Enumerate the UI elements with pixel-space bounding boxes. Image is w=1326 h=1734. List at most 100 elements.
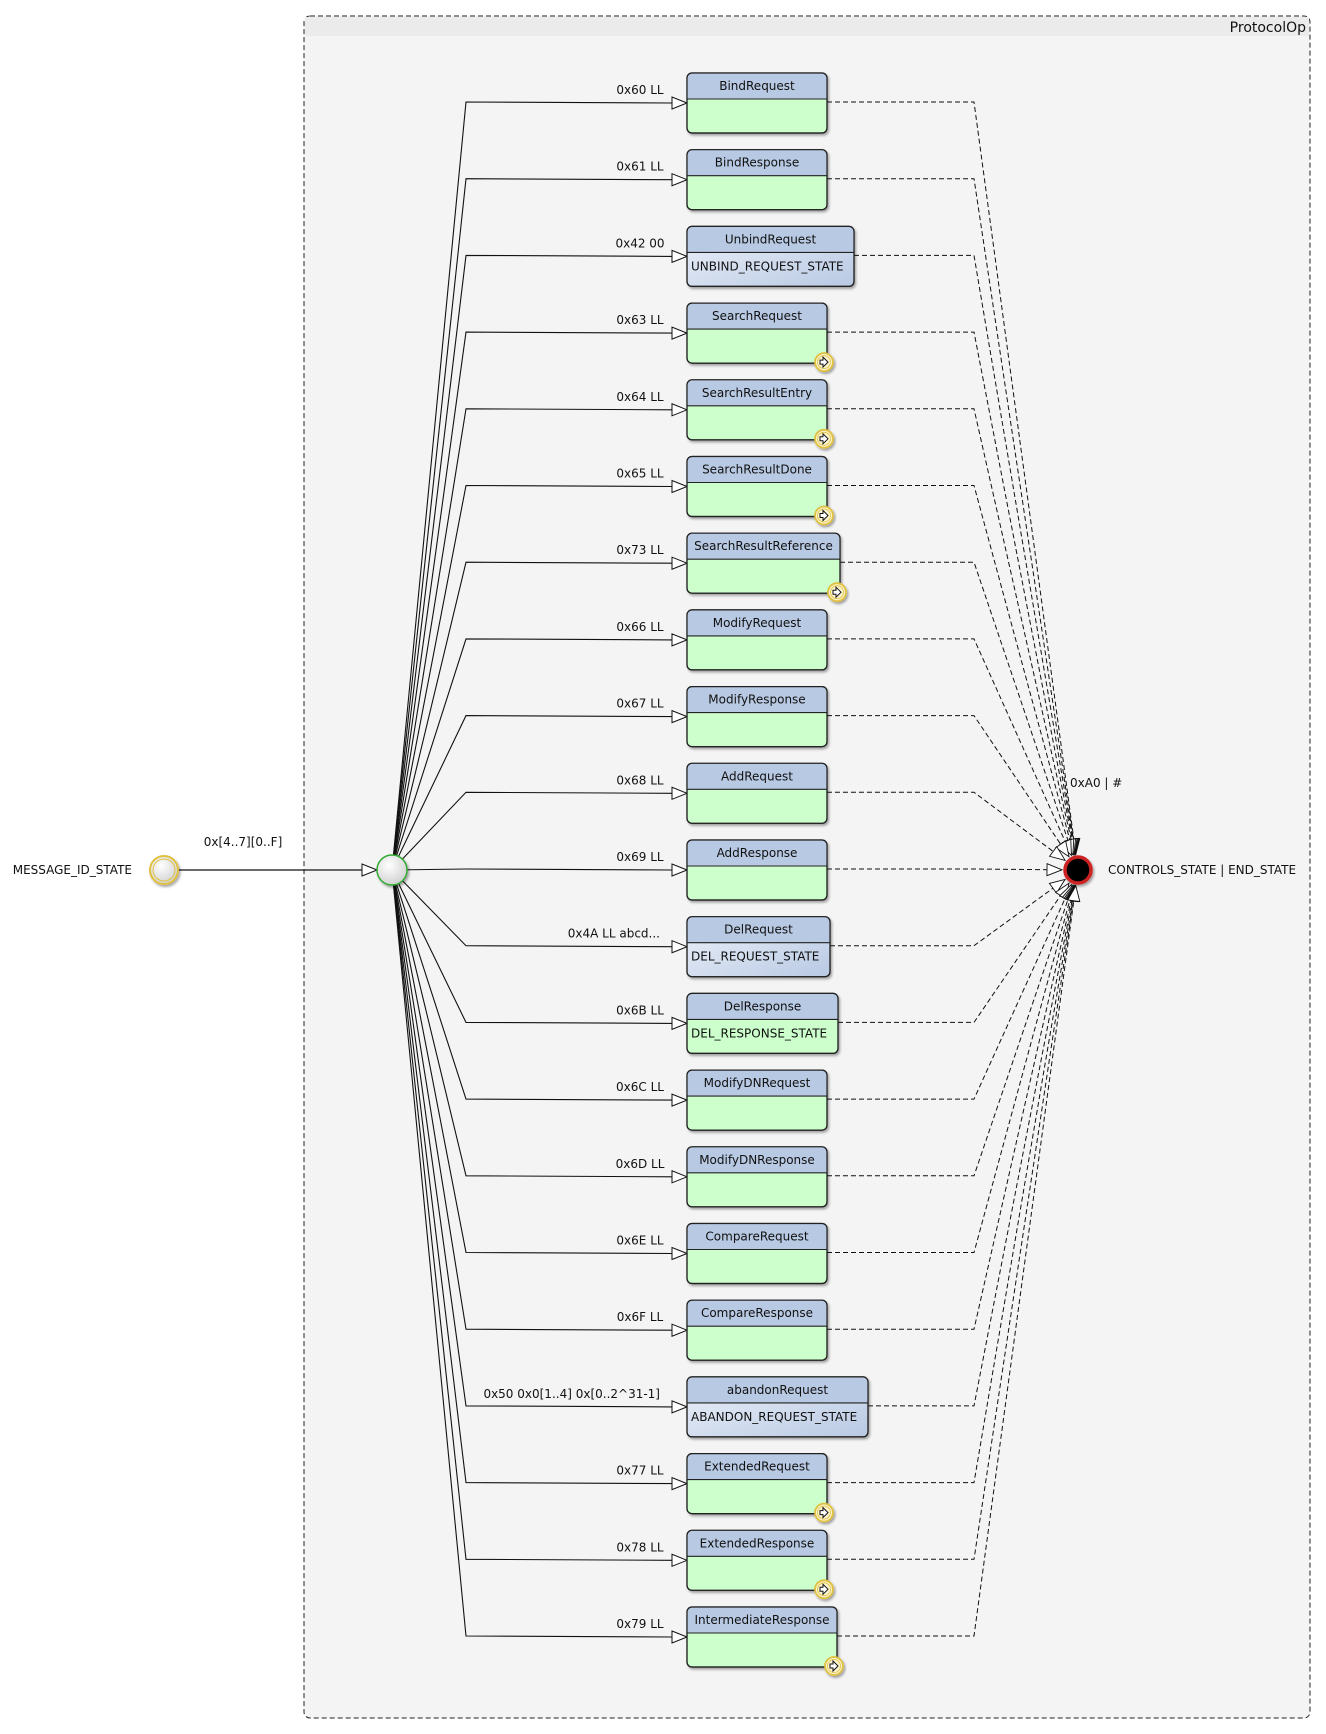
submachine-arrow-icon[interactable] <box>814 1502 834 1523</box>
transition-SearchResultDone[interactable]: 0x65 LL <box>391 467 689 871</box>
transition-DelRequest[interactable]: 0x4A LL abcd... <box>391 869 689 954</box>
transition-line[interactable] <box>391 869 673 1561</box>
exit-line[interactable] <box>827 485 1071 841</box>
transition-line[interactable] <box>391 408 673 871</box>
transition-ModifyResponse[interactable]: 0x67 LL <box>391 697 689 871</box>
state-box-AddResponse[interactable]: AddResponse <box>686 839 828 901</box>
exit-line[interactable] <box>830 887 1054 947</box>
exit-line[interactable] <box>827 900 1074 1484</box>
state-box-AddRequest[interactable]: AddRequest <box>686 762 828 824</box>
transition-ModifyDNRequest[interactable]: 0x6C LL <box>391 869 689 1107</box>
transition-IntermediateResponse[interactable]: 0x79 LL <box>391 869 689 1644</box>
end-state-node[interactable] <box>1063 855 1093 885</box>
exit-line[interactable] <box>827 900 1074 1560</box>
exit-ModifyResponse[interactable] <box>827 715 1070 858</box>
submachine-arrow-icon[interactable] <box>824 1656 844 1676</box>
state-box-BindRequest[interactable]: BindRequest <box>686 72 828 134</box>
exit-line[interactable] <box>827 868 1048 871</box>
state-box-SearchResultReference[interactable]: SearchResultReference <box>686 532 847 603</box>
exit-DelRequest[interactable] <box>830 878 1067 947</box>
transition-ModifyDNResponse[interactable]: 0x6D LL <box>391 869 689 1184</box>
exit-line[interactable] <box>827 715 1062 845</box>
start-state[interactable]: MESSAGE_ID_STATE <box>13 855 179 885</box>
transition-AddRequest[interactable]: 0x68 LL <box>391 773 689 871</box>
transition-line[interactable] <box>391 869 673 1255</box>
state-box-ExtendedResponse[interactable]: ExtendedResponse <box>686 1529 834 1600</box>
submachine-arrow-icon[interactable] <box>814 505 834 526</box>
transition-line[interactable] <box>391 869 673 1638</box>
exit-line[interactable] <box>868 900 1073 1407</box>
transition-ModifyRequest[interactable]: 0x66 LL <box>391 620 689 871</box>
transition-SearchResultEntry[interactable]: 0x64 LL <box>391 390 689 871</box>
state-box-ModifyDNResponse[interactable]: ModifyDNResponse <box>686 1146 828 1208</box>
transition-line[interactable] <box>391 869 673 1331</box>
state-box-CompareRequest[interactable]: CompareRequest <box>686 1222 828 1285</box>
transition-line[interactable] <box>391 638 673 871</box>
state-box-SearchResultDone[interactable]: SearchResultDone <box>686 455 834 526</box>
exit-IntermediateResponse[interactable] <box>837 884 1081 1637</box>
transition-line[interactable] <box>391 869 673 1408</box>
transition-ExtendedResponse[interactable]: 0x78 LL <box>391 869 689 1568</box>
state-box-ModifyResponse[interactable]: ModifyResponse <box>686 685 828 748</box>
transition-line[interactable] <box>391 178 673 871</box>
transition-CompareRequest[interactable]: 0x6E LL <box>391 869 689 1261</box>
end-state[interactable]: CONTROLS_STATE | END_STATE 0xA0 | # <box>1063 776 1296 885</box>
transition-ExtendedRequest[interactable]: 0x77 LL <box>391 869 689 1491</box>
exit-line[interactable] <box>840 561 1069 841</box>
transition-line[interactable] <box>391 869 673 1485</box>
state-box-BindResponse[interactable]: BindResponse <box>686 149 828 211</box>
exit-line[interactable] <box>838 895 1061 1023</box>
transition-SearchRequest[interactable]: 0x63 LL <box>391 313 689 871</box>
transition-line[interactable] <box>391 484 673 871</box>
exit-line[interactable] <box>837 900 1075 1637</box>
exit-line[interactable] <box>827 408 1072 840</box>
state-box-CompareResponse[interactable]: CompareResponse <box>686 1299 828 1361</box>
exit-line[interactable] <box>827 899 1071 1253</box>
transition-line[interactable] <box>391 101 673 871</box>
transition-line[interactable] <box>391 869 673 1101</box>
exit-line[interactable] <box>827 638 1066 842</box>
transition-UnbindRequest[interactable]: 0x42 00 <box>391 236 689 871</box>
transition-line[interactable] <box>391 869 673 1024</box>
state-box-SearchRequest[interactable]: SearchRequest <box>686 302 834 373</box>
state-box-IntermediateResponse[interactable]: IntermediateResponse <box>686 1606 844 1676</box>
submachine-arrow-icon[interactable] <box>814 1579 834 1600</box>
start-state-node[interactable] <box>149 855 179 885</box>
transition-line[interactable] <box>391 869 673 1178</box>
transition-line[interactable] <box>391 715 673 871</box>
transition-line[interactable] <box>391 791 673 871</box>
exit-line[interactable] <box>827 900 1072 1330</box>
exit-AddResponse[interactable] <box>827 863 1064 877</box>
transition-BindRequest[interactable]: 0x60 LL <box>391 83 689 871</box>
exit-AddRequest[interactable] <box>827 791 1067 862</box>
transition-line[interactable] <box>391 561 673 871</box>
junction[interactable] <box>376 854 408 886</box>
transition-line[interactable] <box>391 868 673 871</box>
state-box-ExtendedRequest[interactable]: ExtendedRequest <box>686 1452 834 1523</box>
transition-AddResponse[interactable]: 0x69 LL <box>391 850 689 877</box>
transition-CompareResponse[interactable]: 0x6F LL <box>391 869 689 1337</box>
state-box-ModifyRequest[interactable]: ModifyRequest <box>686 609 828 671</box>
transition-SearchResultReference[interactable]: 0x73 LL <box>391 543 689 871</box>
transition-line[interactable] <box>391 869 673 948</box>
submachine-arrow-icon[interactable] <box>827 582 847 603</box>
transition-DelResponse[interactable]: 0x6B LL <box>391 869 689 1031</box>
exit-line[interactable] <box>827 331 1073 840</box>
transition-line[interactable] <box>391 331 673 871</box>
submachine-arrow-icon[interactable] <box>814 352 834 373</box>
state-box-SearchResultEntry[interactable]: SearchResultEntry <box>686 379 834 449</box>
exit-line[interactable] <box>827 178 1074 840</box>
state-box-ModifyDNRequest[interactable]: ModifyDNRequest <box>686 1069 828 1131</box>
transition-BindResponse[interactable]: 0x61 LL <box>391 160 689 871</box>
exit-line[interactable] <box>827 899 1069 1177</box>
transition-line[interactable] <box>391 254 673 871</box>
junction-node[interactable] <box>376 854 408 886</box>
transition-abandonRequest[interactable]: 0x50 0x0[1..4] 0x[0..2^31-1] <box>391 869 689 1414</box>
exit-line[interactable] <box>827 101 1075 840</box>
submachine-arrow-icon[interactable] <box>814 428 834 449</box>
exit-line[interactable] <box>827 898 1066 1100</box>
